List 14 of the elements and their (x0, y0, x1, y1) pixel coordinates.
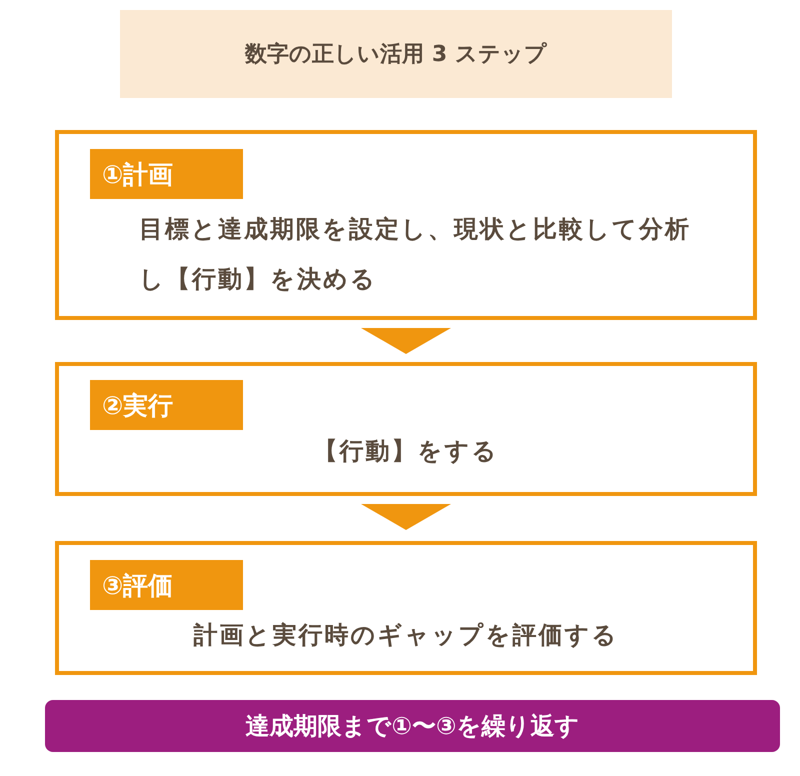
summary-text: 達成期限まで①〜③を繰り返す (246, 711, 580, 742)
step-box (55, 130, 757, 320)
step-label: ①計画 (90, 149, 243, 199)
down-arrow (361, 504, 451, 530)
title-text: 数字の正しい活用 3 ステップ (245, 40, 547, 69)
step-label: ②実行 (90, 380, 243, 430)
down-arrow (361, 328, 451, 354)
summary-bar (45, 700, 780, 752)
step-description: 【行動】をする (312, 436, 500, 467)
step-description: 目標と達成期限を設定し、現状と比較して分析し【行動】を決める (139, 214, 692, 295)
step-label: ③評価 (90, 560, 243, 610)
step-box (55, 362, 757, 496)
step-description: 計画と実行時のギャップを評価する (192, 620, 620, 651)
step-box (55, 541, 757, 675)
